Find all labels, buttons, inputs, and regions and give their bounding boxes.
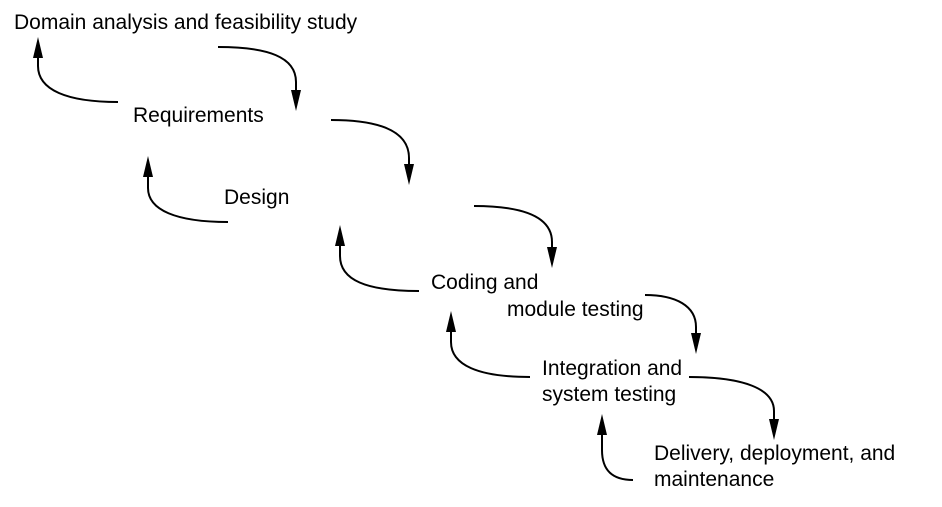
arrow-coding-to-integration-head [691,333,701,354]
arrow-requirements-to-domain [33,37,119,103]
stage-integration: Integration and system testing [542,357,688,406]
stage-coding-line-1: Coding and [431,271,538,294]
stage-domain-analysis-line-1: Domain analysis and feasibility study [14,11,358,34]
arrow-requirements-to-design [330,119,414,185]
arrow-requirements-to-domain-line [37,55,119,103]
arrow-integration-to-coding-head [446,311,456,332]
arrow-domain-to-requirements-line [217,46,297,92]
arrow-design-to-coding-head [547,247,557,268]
arrow-coding-to-integration [644,294,701,354]
arrow-coding-to-design-head [335,225,345,246]
arrow-domain-to-requirements [217,46,301,111]
stage-delivery-line-1: Delivery, deployment, and [654,442,895,465]
arrow-domain-to-requirements-head [291,90,301,111]
arrow-coding-to-design [335,225,420,292]
arrow-integration-to-delivery-line [688,376,775,421]
stage-delivery-line-2: maintenance [654,468,774,491]
arrow-design-to-coding-line [473,205,553,249]
stage-integration-line-2: system testing [542,383,676,406]
arrow-integration-to-coding [446,311,531,378]
arrow-integration-to-delivery-head [769,419,779,440]
stage-delivery: Delivery, deployment, and maintenance [654,442,901,491]
stage-requirements-line-1: Requirements [133,104,264,127]
stage-design: Design [224,186,289,209]
arrow-delivery-to-integration-line [601,432,634,481]
stage-requirements: Requirements [133,104,264,127]
arrow-design-to-requirements [143,156,229,223]
arrow-requirements-to-design-head [404,164,414,185]
arrow-integration-to-coding-line [450,329,531,378]
arrow-requirements-to-domain-head [33,37,43,58]
stage-coding-line-2: module testing [507,298,644,321]
arrow-requirements-to-design-line [330,119,410,166]
arrow-integration-to-delivery [688,376,779,440]
arrow-delivery-to-integration [597,414,634,481]
stage-integration-line-1: Integration and [542,357,682,380]
arrow-delivery-to-integration-head [597,414,607,435]
stage-domain-analysis: Domain analysis and feasibility study [14,11,358,34]
arrow-design-to-coding [473,205,557,268]
arrow-design-to-requirements-head [143,156,153,177]
arrow-design-to-requirements-line [147,174,229,223]
stage-coding: Coding and module testing [431,271,644,321]
arrow-coding-to-integration-line [644,294,697,335]
arrow-coding-to-design-line [339,243,420,292]
stage-design-line-1: Design [224,186,289,209]
